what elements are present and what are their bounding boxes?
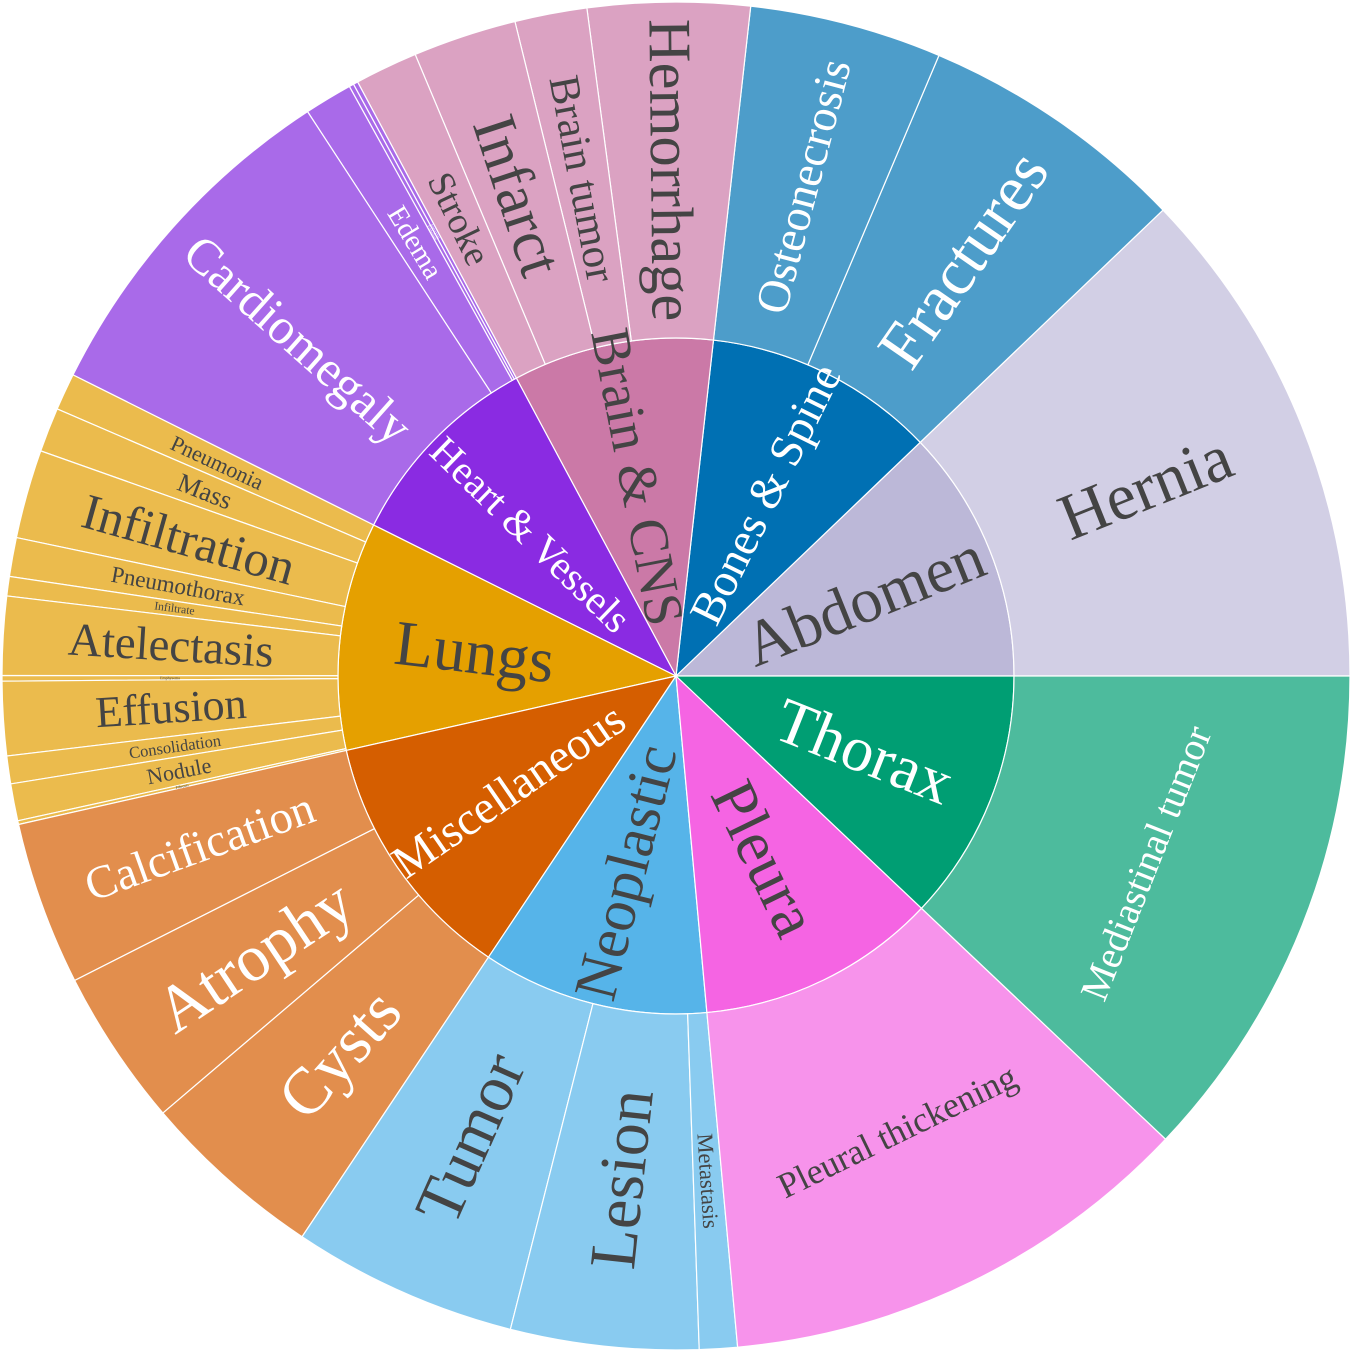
- segment-cardiomegaly[interactable]: [72, 110, 493, 526]
- segment-mediastinal-tumor[interactable]: [920, 675, 1350, 1141]
- inner-ring: [337, 337, 1015, 1015]
- label-atelectasis: Atelectasis: [67, 614, 275, 678]
- label-hemorrhage: Hemorrhage: [635, 18, 705, 321]
- segment-hernia[interactable]: [919, 209, 1350, 677]
- label-fibrosis: Fibrosis: [175, 782, 189, 790]
- segment-pleural-thickening[interactable]: [706, 907, 1167, 1348]
- label-infiltrate: Infiltrate: [154, 599, 196, 617]
- label-effusion: Effusion: [94, 679, 248, 737]
- label-emphysema: Emphysema: [160, 675, 180, 680]
- label-metastasis: Metastasis: [692, 1133, 723, 1230]
